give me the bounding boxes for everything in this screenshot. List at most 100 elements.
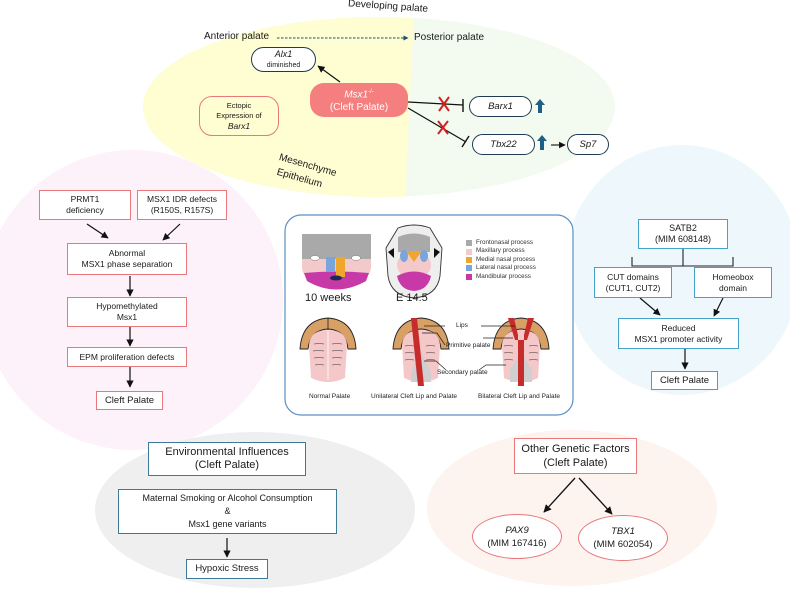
right-cleft-palate-box: Cleft Palate	[651, 371, 718, 390]
pax9-mim: (MIM 167416)	[487, 537, 547, 549]
env-title-line1: Environmental Influences	[165, 446, 289, 458]
left-cleft-palate-box: Cleft Palate	[96, 391, 163, 410]
prmt1-arrow	[86, 223, 109, 239]
environmental-title-box: Environmental Influences (Cleft Palate)	[148, 442, 306, 476]
epm-defects-box: EPM proliferation defects	[67, 347, 187, 367]
hypo-line2: Msx1	[116, 312, 138, 322]
legend-item: Mandibular process	[466, 273, 536, 281]
env-factor-line1: Maternal Smoking or Alcohol Consumption	[142, 493, 313, 503]
phase-line1: Abnormal	[108, 248, 146, 259]
legend-label: Mandibular process	[476, 272, 531, 280]
satb2-mim: (MIM 608148)	[654, 234, 712, 244]
legend-swatch	[466, 257, 472, 264]
genetic-to-tbx1-arrow	[578, 477, 613, 515]
legend-swatch	[466, 265, 472, 272]
ectopic-line1: Ectopic	[226, 101, 252, 110]
homeobox-line1: Homeobox	[712, 271, 754, 282]
inhibition-bar	[461, 135, 470, 148]
legend-label: Medial nasal process	[476, 255, 536, 263]
msx1-phenotype: (Cleft Palate)	[329, 102, 389, 114]
alx1-gene: Alx1	[274, 48, 293, 59]
env-factor-line2: &	[224, 506, 231, 516]
face-10-weeks-illustration	[302, 234, 371, 290]
msx1-inhibits-barx1	[407, 101, 464, 106]
blocked-x-icon	[437, 120, 449, 135]
ectopic-gene: Barx1	[227, 121, 251, 131]
genetic-to-pax9-arrow	[543, 477, 576, 513]
msx1-genotype: -/-	[368, 88, 374, 95]
msx1-node: Msx1-/- (Cleft Palate)	[310, 83, 408, 117]
homeobox-arrow	[713, 297, 724, 317]
pax9-node: PAX9 (MIM 167416)	[472, 514, 562, 559]
bilateral-cleft-illustration	[478, 317, 550, 386]
tbx1-node: TBX1 (MIM 602054)	[578, 515, 668, 561]
ectopic-barx1-node: Ectopic Expression of Barx1	[199, 96, 279, 136]
face-e14-5-illustration	[385, 224, 443, 299]
satb2-box: SATB2 (MIM 608148)	[638, 219, 728, 249]
idr-line1: MSX1 IDR defects	[147, 194, 217, 205]
annotation-secondary-palate: Secondary palate	[437, 369, 488, 376]
ectopic-line2: Expression of	[216, 111, 262, 120]
env-title-line2: (Cleft Palate)	[194, 459, 260, 471]
unilateral-cleft-illustration	[392, 317, 450, 386]
genetic-title-line1: Other Genetic Factors	[521, 443, 630, 455]
hypoxic-stress-box: Hypoxic Stress	[186, 559, 268, 579]
prmt1-deficiency-box: PRMT1 deficiency	[39, 190, 131, 220]
pax9-name: PAX9	[505, 524, 529, 536]
upregulated-arrow-icon	[537, 135, 547, 150]
cut-line1: CUT domains	[607, 271, 659, 282]
msx1-gene: Msx1	[344, 89, 369, 101]
legend-swatch	[466, 248, 472, 255]
caption-unilateral-cleft: Unilateral Cleft Lip and Palate	[371, 393, 457, 400]
stage-10-weeks: 10 weeks	[305, 292, 352, 304]
posterior-palate-label: Posterior palate	[414, 32, 485, 43]
reduced-promoter-box: Reduced MSX1 promoter activity	[618, 318, 739, 349]
legend-item: Frontonasal process	[466, 239, 536, 247]
satb2-name: SATB2	[669, 222, 697, 233]
anterior-palate-label: Anterior palate	[204, 31, 270, 42]
legend-label: Maxillary process	[476, 247, 525, 255]
tbx1-name: TBX1	[611, 526, 635, 537]
hypomethylated-box: Hypomethylated Msx1	[67, 297, 187, 327]
phase-separation-box: Abnormal MSX1 phase separation	[67, 243, 187, 275]
idr-line2: (R150S, R157S)	[150, 205, 214, 215]
blocked-x-icon	[438, 96, 450, 112]
legend-label: Frontonasal process	[476, 239, 534, 246]
caption-normal-palate: Normal Palate	[309, 393, 351, 400]
homeobox-domain-box: Homeobox domain	[694, 267, 772, 298]
genetic-title-line2: (Cleft Palate)	[543, 457, 608, 469]
legend-item: Lateral nasal process	[466, 264, 536, 272]
normal-palate-illustration	[299, 317, 357, 382]
env-factor-line3: Msx1 gene variants	[188, 519, 267, 529]
caption-bilateral-cleft: Bilateral Cleft Lip and Palate	[478, 393, 561, 400]
face-process-legend: Frontonasal process Maxillary process Me…	[466, 239, 536, 281]
legend-item: Maxillary process	[466, 247, 536, 255]
phase-line2: MSX1 phase separation	[81, 259, 173, 269]
legend-label: Lateral nasal process	[476, 264, 536, 272]
other-genetic-factors-box: Other Genetic Factors (Cleft Palate)	[514, 438, 637, 474]
msx1-to-alx1-arrow	[317, 65, 341, 83]
satb2-bracket	[631, 249, 734, 267]
annotation-primitive-palate: Primitive palate	[446, 342, 491, 349]
homeobox-line2: domain	[719, 282, 747, 293]
msx1-inhibits-tbx22	[407, 107, 467, 143]
upregulated-arrow-icon	[535, 99, 545, 113]
idr-arrow	[162, 223, 181, 241]
cut-line2: (CUT1, CUT2)	[605, 282, 661, 293]
reduced-line2: MSX1 promoter activity	[634, 333, 723, 344]
prmt1-line2: deficiency	[66, 205, 104, 215]
cut-domains-box: CUT domains (CUT1, CUT2)	[594, 267, 672, 298]
cut-arrow	[639, 297, 661, 316]
legend-swatch	[466, 273, 472, 280]
stage-e14-5: E 14.5	[396, 292, 428, 304]
alx1-node: Alx1 diminished	[251, 47, 316, 72]
reduced-line1: Reduced	[661, 322, 696, 333]
hypo-line1: Hypomethylated	[96, 301, 158, 312]
legend-swatch	[466, 240, 472, 247]
alx1-note: diminished	[266, 61, 301, 69]
msx1-idr-defects-box: MSX1 IDR defects (R150S, R157S)	[137, 190, 227, 220]
barx1-node: Barx1	[469, 96, 532, 117]
annotation-lips: Lips	[456, 322, 468, 329]
sp7-node: Sp7	[567, 134, 609, 155]
